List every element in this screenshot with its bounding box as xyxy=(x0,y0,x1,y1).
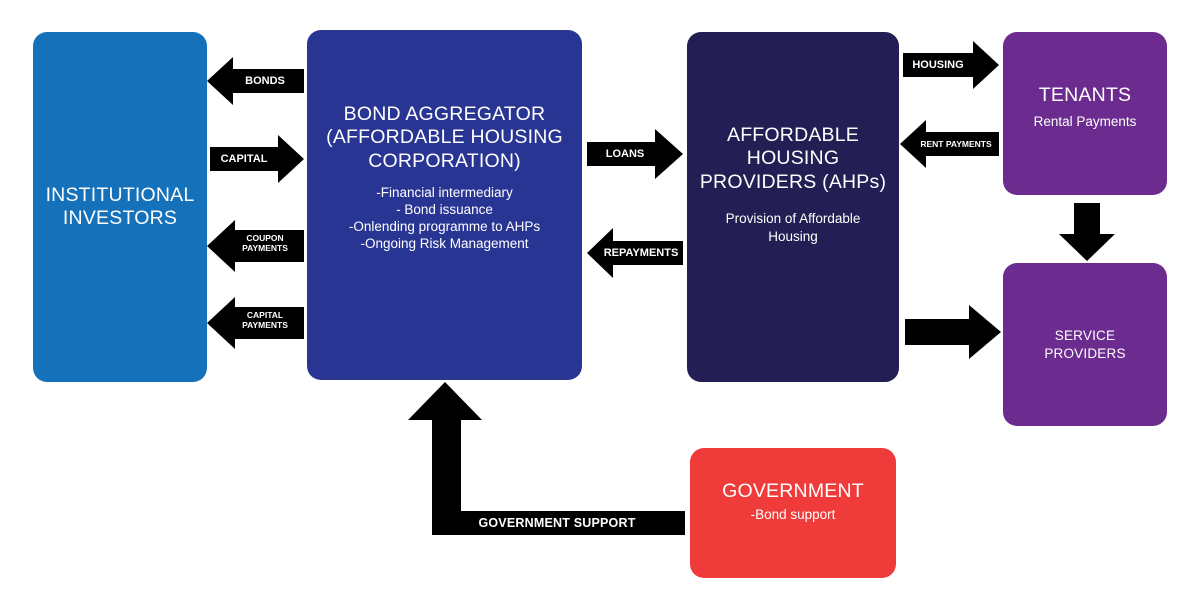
affordable-housing-providers-box: AFFORDABLE HOUSING PROVIDERS (AHPs) Prov… xyxy=(687,32,899,382)
government-support-label: GOVERNMENT SUPPORT xyxy=(478,516,636,530)
institutional-investors-title: INSTITUTIONAL INVESTORS xyxy=(45,183,195,229)
coupon-payments-arrow xyxy=(207,220,304,272)
tenants-details: Rental Payments xyxy=(1033,114,1137,130)
government-support-arrow xyxy=(408,382,685,535)
rent-payments-arrow xyxy=(900,120,999,168)
repayments-label: REPAYMENTS xyxy=(603,247,679,259)
coupon-payments-label: COUPON PAYMENTS xyxy=(242,233,288,253)
ahp-to-service-arrow xyxy=(905,305,1001,359)
capital-arrow xyxy=(210,135,304,183)
loans-arrow xyxy=(587,129,683,179)
service-providers-title: SERVICE PROVIDERS xyxy=(1044,327,1126,361)
repayments-arrow xyxy=(587,228,683,278)
government-title: GOVERNMENT xyxy=(722,480,864,502)
bond-aggregator-title: BOND AGGREGATOR (AFFORDABLE HOUSING CORP… xyxy=(326,103,563,172)
service-providers-box: SERVICE PROVIDERS xyxy=(1003,263,1167,426)
tenants-title: TENANTS xyxy=(1038,84,1132,106)
institutional-investors-box: INSTITUTIONAL INVESTORS xyxy=(33,32,207,382)
bond-aggregator-details: -Financial intermediary - Bond issuance … xyxy=(348,185,541,251)
capital-label: CAPITAL xyxy=(220,153,268,165)
capital-payments-arrow xyxy=(207,297,304,349)
bonds-arrow xyxy=(207,57,304,105)
loans-label: LOANS xyxy=(605,148,645,160)
rent-payments-label: RENT PAYMENTS xyxy=(920,139,992,149)
government-details: -Bond support xyxy=(750,507,836,523)
affordable-housing-providers-details: Provision of Affordable Housing xyxy=(725,211,861,244)
tenants-box: TENANTS Rental Payments xyxy=(1003,32,1167,195)
capital-payments-label: CAPITAL PAYMENTS xyxy=(242,310,288,330)
bond-aggregator-box: BOND AGGREGATOR (AFFORDABLE HOUSING CORP… xyxy=(307,30,582,380)
housing-label: HOUSING xyxy=(912,59,964,71)
bonds-label: BONDS xyxy=(245,75,285,87)
affordable-housing-providers-title: AFFORDABLE HOUSING PROVIDERS (AHPs) xyxy=(699,124,887,193)
tenants-to-service-arrow xyxy=(1059,203,1115,261)
housing-arrow xyxy=(903,41,999,89)
government-box: GOVERNMENT -Bond support xyxy=(690,448,896,578)
